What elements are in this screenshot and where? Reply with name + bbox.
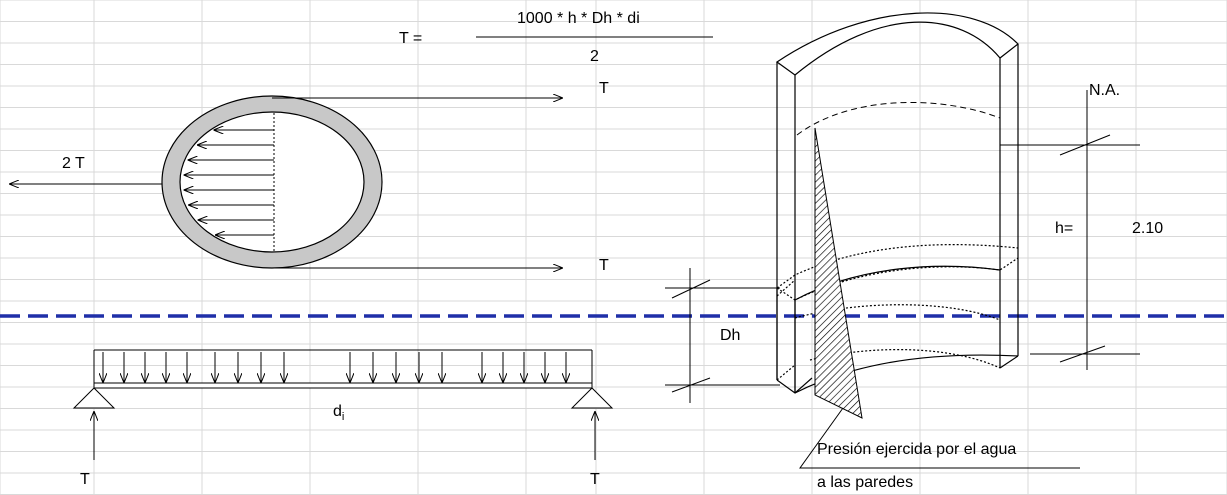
label-t-bottom: T (599, 257, 609, 274)
support-right (570, 387, 614, 409)
dh-dimension (665, 268, 780, 403)
label-t-top: T (599, 80, 609, 97)
internal-pressure-arrows (184, 130, 274, 235)
support-left (72, 387, 116, 409)
label-support-right-t: T (590, 471, 600, 488)
pressure-label-leader (799, 407, 1080, 469)
formula-lhs: T = (399, 30, 423, 47)
label-dh: Dh (720, 327, 741, 344)
distributed-load-arrows (103, 352, 566, 382)
tank-wall (775, 12, 1019, 394)
label-2t: 2 T (62, 155, 85, 172)
label-di: di (333, 403, 344, 426)
label-h: h= (1055, 220, 1074, 237)
label-pressure-line1: Presión ejercida por el agua (817, 441, 1017, 458)
h-dimension (1030, 90, 1140, 370)
label-di-sub: i (341, 411, 345, 424)
label-na: N.A. (1089, 82, 1121, 99)
pipe-cross-section (161, 95, 383, 269)
label-support-left-t: T (80, 471, 90, 488)
hydrostatic-pressure-triangle (814, 127, 863, 419)
label-h-value: 2.10 (1132, 220, 1164, 237)
label-pressure-line2: a las paredes (817, 474, 914, 491)
formula-denominator: 2 (590, 48, 599, 65)
label-di-main: d (333, 403, 342, 420)
water-level-line (796, 102, 1001, 136)
formula-numerator: 1000 * h * Dh * di (517, 10, 640, 27)
beam-model (72, 349, 614, 460)
